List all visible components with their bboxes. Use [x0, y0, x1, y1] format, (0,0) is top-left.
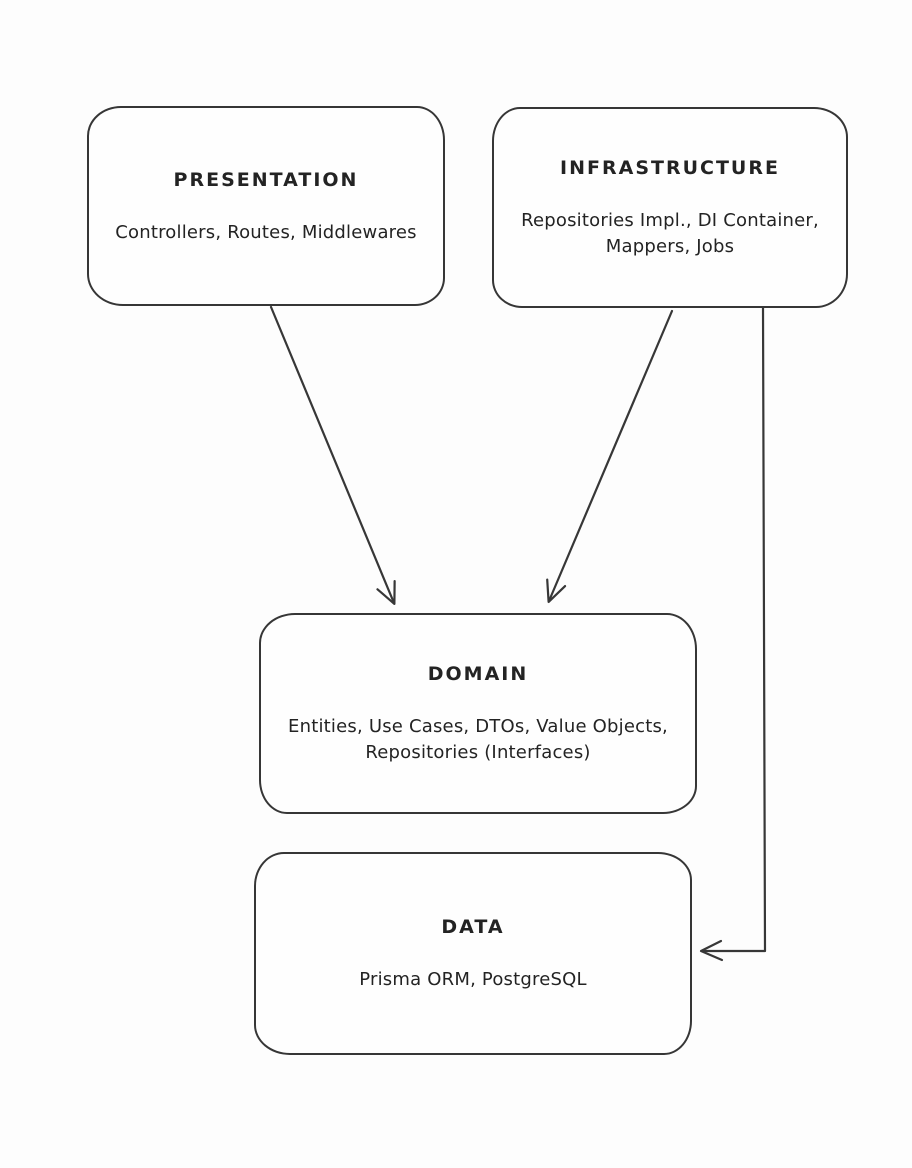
node-infrastructure-line: Repositories Impl., DI Container,	[521, 210, 819, 231]
node-domain: DOMAIN Entities, Use Cases, DTOs, Value …	[259, 613, 697, 814]
node-domain-title: DOMAIN	[427, 663, 529, 685]
node-data-title: DATA	[441, 916, 505, 938]
node-domain-line: Entities, Use Cases, DTOs, Value Objects…	[288, 716, 668, 737]
node-domain-body: Entities, Use Cases, DTOs, Value Objects…	[288, 714, 668, 766]
arrow-infrastructure-to-data	[699, 305, 767, 962]
node-presentation-body: Controllers, Routes, Middlewares	[115, 220, 417, 246]
node-presentation: PRESENTATION Controllers, Routes, Middle…	[87, 106, 445, 306]
node-data: DATA Prisma ORM, PostgreSQL	[254, 852, 692, 1055]
node-data-line: Prisma ORM, PostgreSQL	[359, 969, 587, 990]
arrow-infrastructure-to-domain	[546, 309, 674, 604]
node-infrastructure: INFRASTRUCTURE Repositories Impl., DI Co…	[492, 107, 848, 308]
node-infrastructure-line: Mappers, Jobs	[605, 236, 735, 257]
node-presentation-title: PRESENTATION	[173, 168, 359, 191]
node-infrastructure-body: Repositories Impl., DI Container, Mapper…	[521, 208, 819, 260]
node-data-body: Prisma ORM, PostgreSQL	[359, 967, 586, 993]
node-presentation-line: Controllers, Routes, Middlewares	[115, 221, 417, 243]
node-infrastructure-title: INFRASTRUCTURE	[560, 157, 780, 179]
arrow-presentation-to-domain	[269, 305, 396, 606]
node-domain-line: Repositories (Interfaces)	[365, 742, 591, 763]
